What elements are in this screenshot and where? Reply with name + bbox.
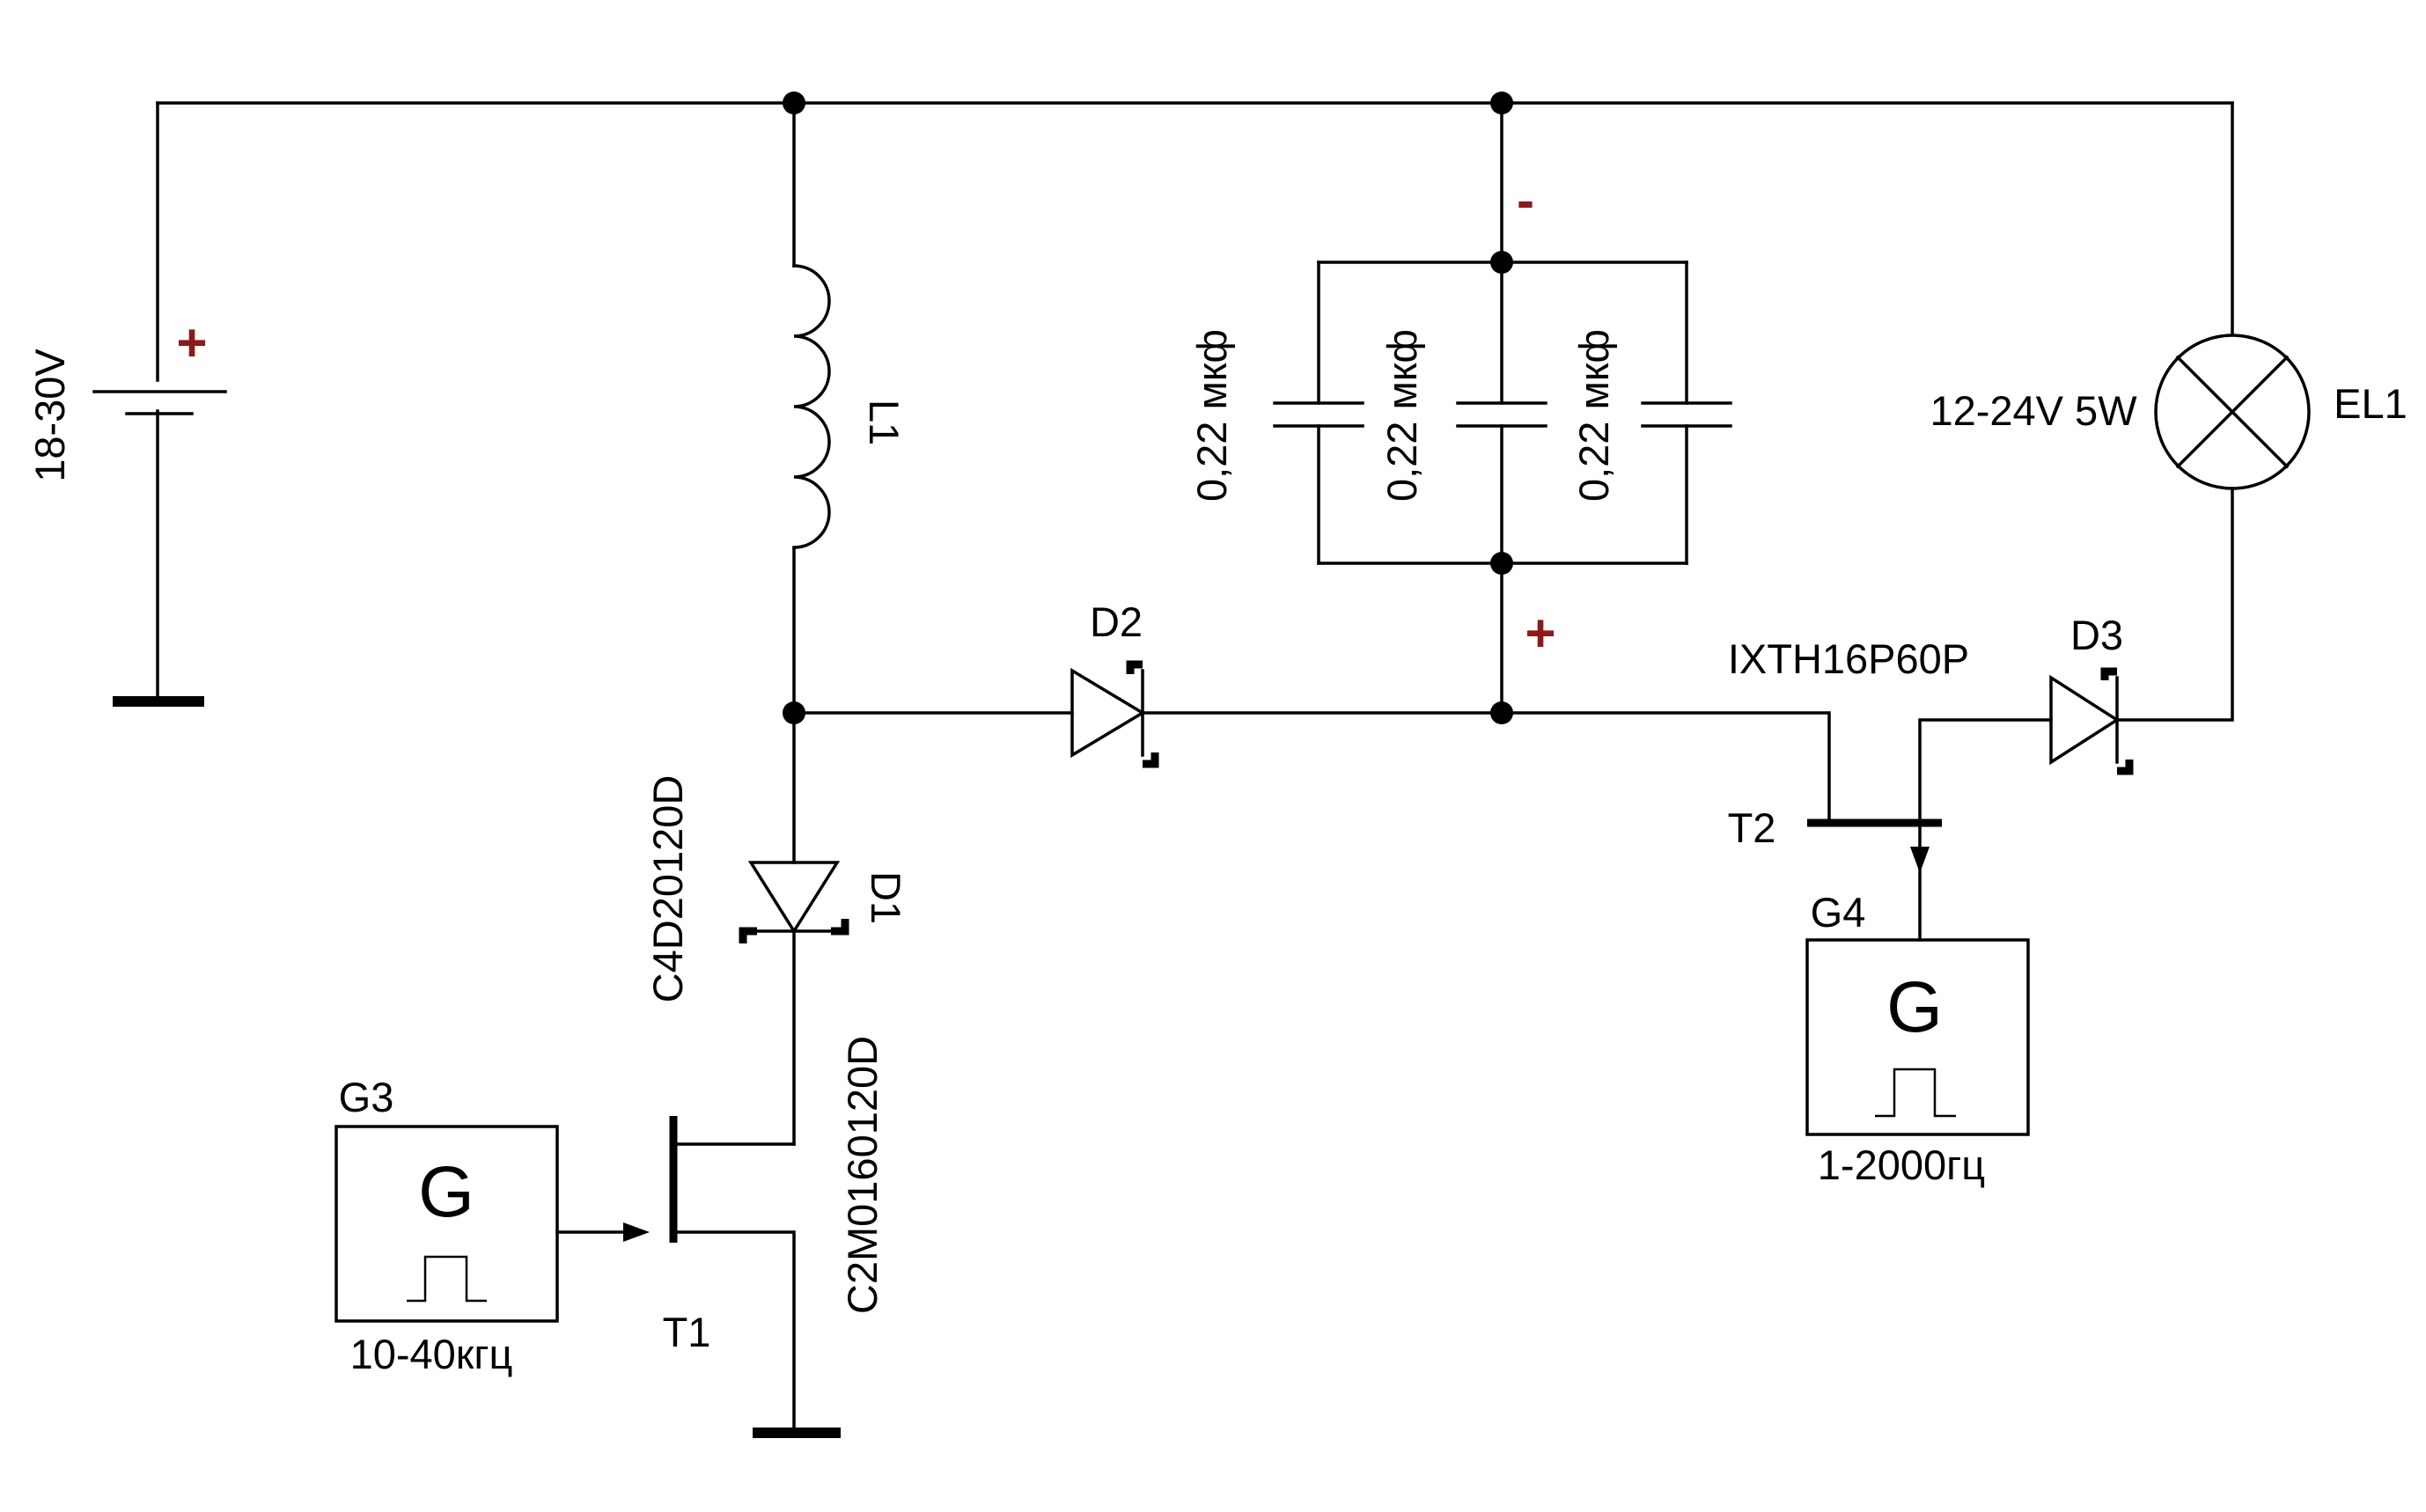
cap-bank-plus-sign: +	[1525, 604, 1555, 663]
lamp-cross	[2175, 355, 2290, 469]
diode-d1-symbol	[739, 861, 849, 943]
battery-plus-sign: +	[176, 313, 207, 372]
junction-dot	[783, 701, 805, 724]
cap2-value: 0,22 мкф	[1378, 329, 1425, 502]
d1-part-number: C4D20120D	[644, 775, 691, 1003]
g3-frequency: 10-40кгц	[350, 1331, 513, 1377]
inductor-coil	[792, 264, 831, 549]
lamp-rating: 12-24V 5W	[1930, 387, 2137, 434]
t1-part-number: C2M0160120D	[839, 1036, 886, 1314]
generator-g3-box	[334, 1125, 559, 1323]
junction-dot	[1490, 552, 1513, 575]
cap1-value: 0,22 мкф	[1188, 329, 1235, 502]
cap-bank-minus-sign: -	[1517, 171, 1534, 230]
d3-to-lamp-wire	[2115, 487, 2234, 722]
inductor-ref: L1	[861, 400, 908, 445]
diode-d3-symbol	[2049, 667, 2134, 775]
junction-dot	[1490, 701, 1513, 724]
t1-ref: T1	[663, 1309, 711, 1355]
junction-dot	[783, 92, 805, 114]
generator-g4-box	[1805, 938, 2030, 1136]
d1-ref: D1	[863, 871, 909, 924]
diode-d2-symbol	[1070, 660, 1159, 768]
d3-ref: D3	[2070, 612, 2123, 658]
t2-gate-arrow	[1910, 847, 1930, 873]
cap3-value: 0,22 мкф	[1570, 329, 1617, 502]
junctions	[783, 92, 1513, 724]
junction-dot	[1490, 251, 1513, 274]
t2-source-wire	[1500, 711, 1831, 825]
d2-ref: D2	[1090, 598, 1143, 645]
t2-part-number: IXTH16P60P	[1728, 635, 1969, 682]
g3-ref: G3	[339, 1074, 394, 1120]
t1-source-wire	[672, 1230, 796, 1430]
lamp-circle	[2154, 334, 2311, 490]
transistor-t2-symbol	[1807, 818, 1942, 873]
g3-pulse-icon	[407, 1255, 487, 1303]
battery-symbol	[92, 390, 227, 415]
g3-letter: G	[418, 1152, 474, 1232]
transistor-t1-symbol	[623, 1116, 678, 1243]
g4-pulse-icon	[1875, 1068, 1956, 1118]
capacitor-symbols	[1273, 401, 1732, 428]
junction-dot	[1490, 92, 1513, 114]
lamp-symbol	[2154, 334, 2311, 490]
t1-gate-arrow	[623, 1222, 650, 1242]
t2-ref: T2	[1728, 804, 1776, 851]
g4-ref: G4	[1811, 889, 1866, 936]
supply-voltage-label: 18-30V	[26, 349, 73, 482]
lamp-ref: EL1	[2334, 380, 2408, 427]
g4-letter: G	[1886, 967, 1943, 1047]
g4-frequency: 1-2000гц	[1818, 1141, 1985, 1188]
t2-drain-wire	[1918, 718, 2053, 825]
